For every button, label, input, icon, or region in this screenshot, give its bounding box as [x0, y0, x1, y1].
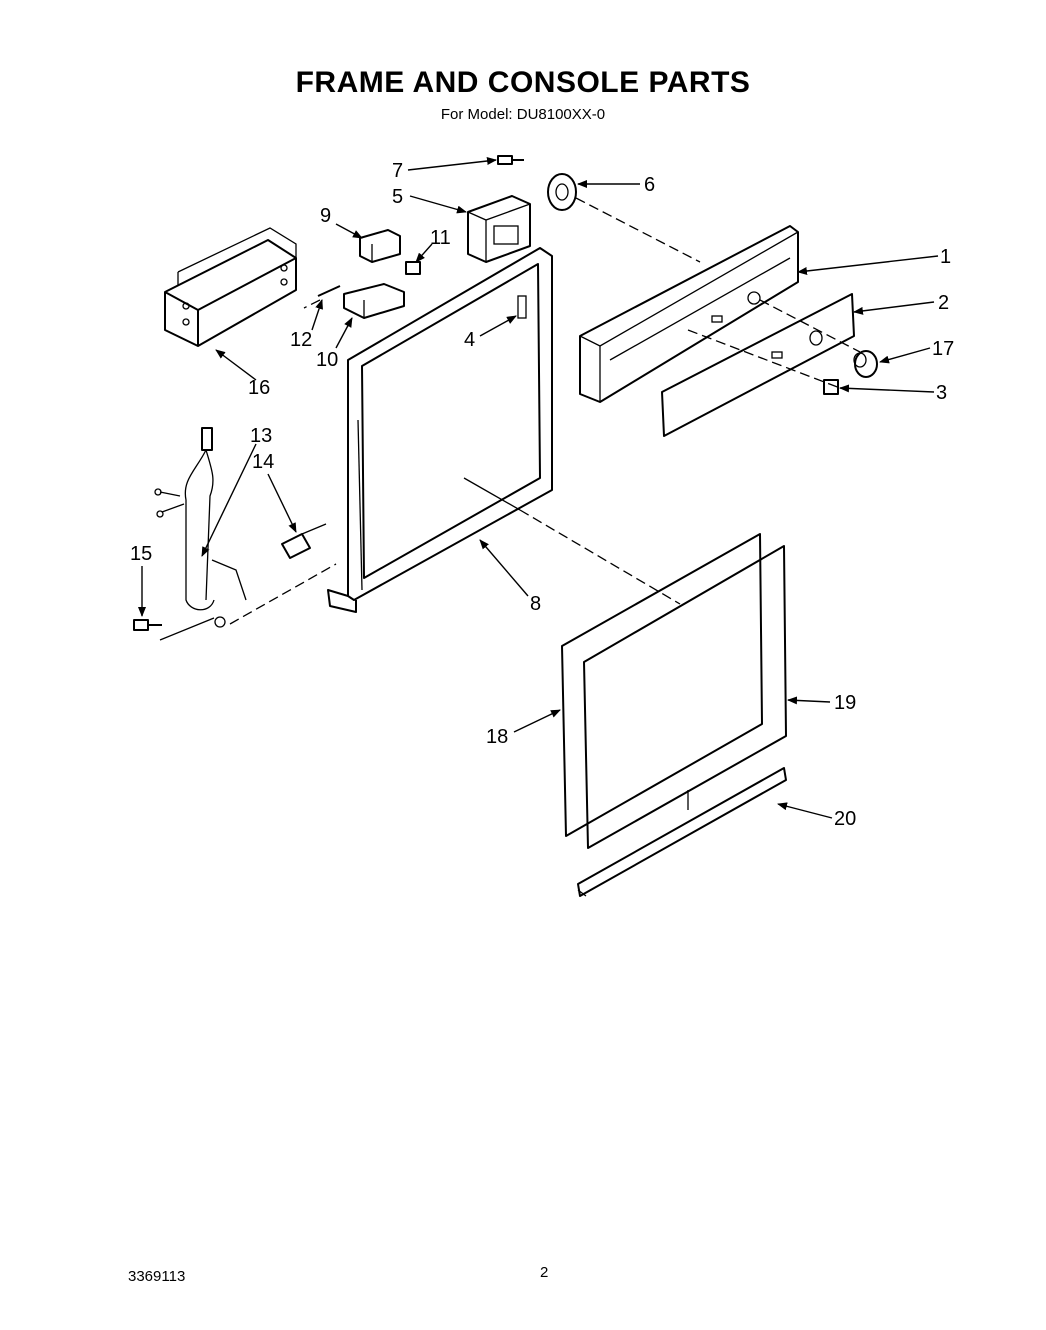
part-16-bracket [164, 227, 297, 347]
model-subtitle: For Model: DU8100XX-0 [440, 106, 606, 123]
callout-15: 15 [130, 543, 152, 565]
callout-8: 8 [530, 593, 541, 615]
part-18-panel [561, 533, 763, 837]
part-9-switch [359, 229, 401, 263]
part-8-frame [327, 247, 553, 613]
callout-20: 20 [834, 808, 856, 830]
part-19-panel [583, 545, 787, 849]
callout-9: 9 [320, 205, 331, 227]
part-6-gear [547, 173, 577, 211]
part-17-knob [853, 350, 878, 378]
part-10-holder [343, 283, 405, 319]
callout-2: 2 [938, 292, 949, 314]
callout-13: 13 [250, 425, 272, 447]
callout-4: 4 [464, 329, 475, 351]
page-number: 2 [540, 1264, 549, 1281]
callout-labels: 7 5 6 9 11 1 2 12 4 17 10 16 3 13 14 15 … [130, 160, 954, 830]
part-2-overlay [661, 293, 855, 437]
part-12-pin [317, 285, 341, 297]
part-3-button [823, 379, 839, 395]
callout-18: 18 [486, 726, 508, 748]
assembly-lines [159, 197, 861, 641]
part-20-trim [577, 767, 787, 897]
part-13-harness [154, 427, 247, 628]
callout-12: 12 [290, 329, 312, 351]
part-5-latch [467, 195, 531, 263]
callout-17: 17 [932, 338, 954, 360]
leader-lines [138, 157, 939, 819]
document-number: 3369113 [128, 1268, 186, 1285]
callout-3: 3 [936, 382, 947, 404]
part-7-screw [497, 155, 524, 165]
callout-14: 14 [252, 451, 274, 473]
callout-16: 16 [248, 377, 270, 399]
callout-7: 7 [392, 160, 403, 182]
page-title: FRAME AND CONSOLE PARTS [295, 66, 751, 99]
callout-11: 11 [430, 227, 451, 249]
part-14-sensor [281, 523, 327, 559]
part-1-console [579, 225, 799, 403]
part-11-clip [405, 261, 421, 275]
callout-5: 5 [392, 186, 403, 208]
part-15-screw [133, 619, 162, 631]
callout-10: 10 [316, 349, 338, 371]
callout-6: 6 [644, 174, 655, 196]
callout-19: 19 [834, 692, 856, 714]
callout-1: 1 [940, 246, 951, 268]
